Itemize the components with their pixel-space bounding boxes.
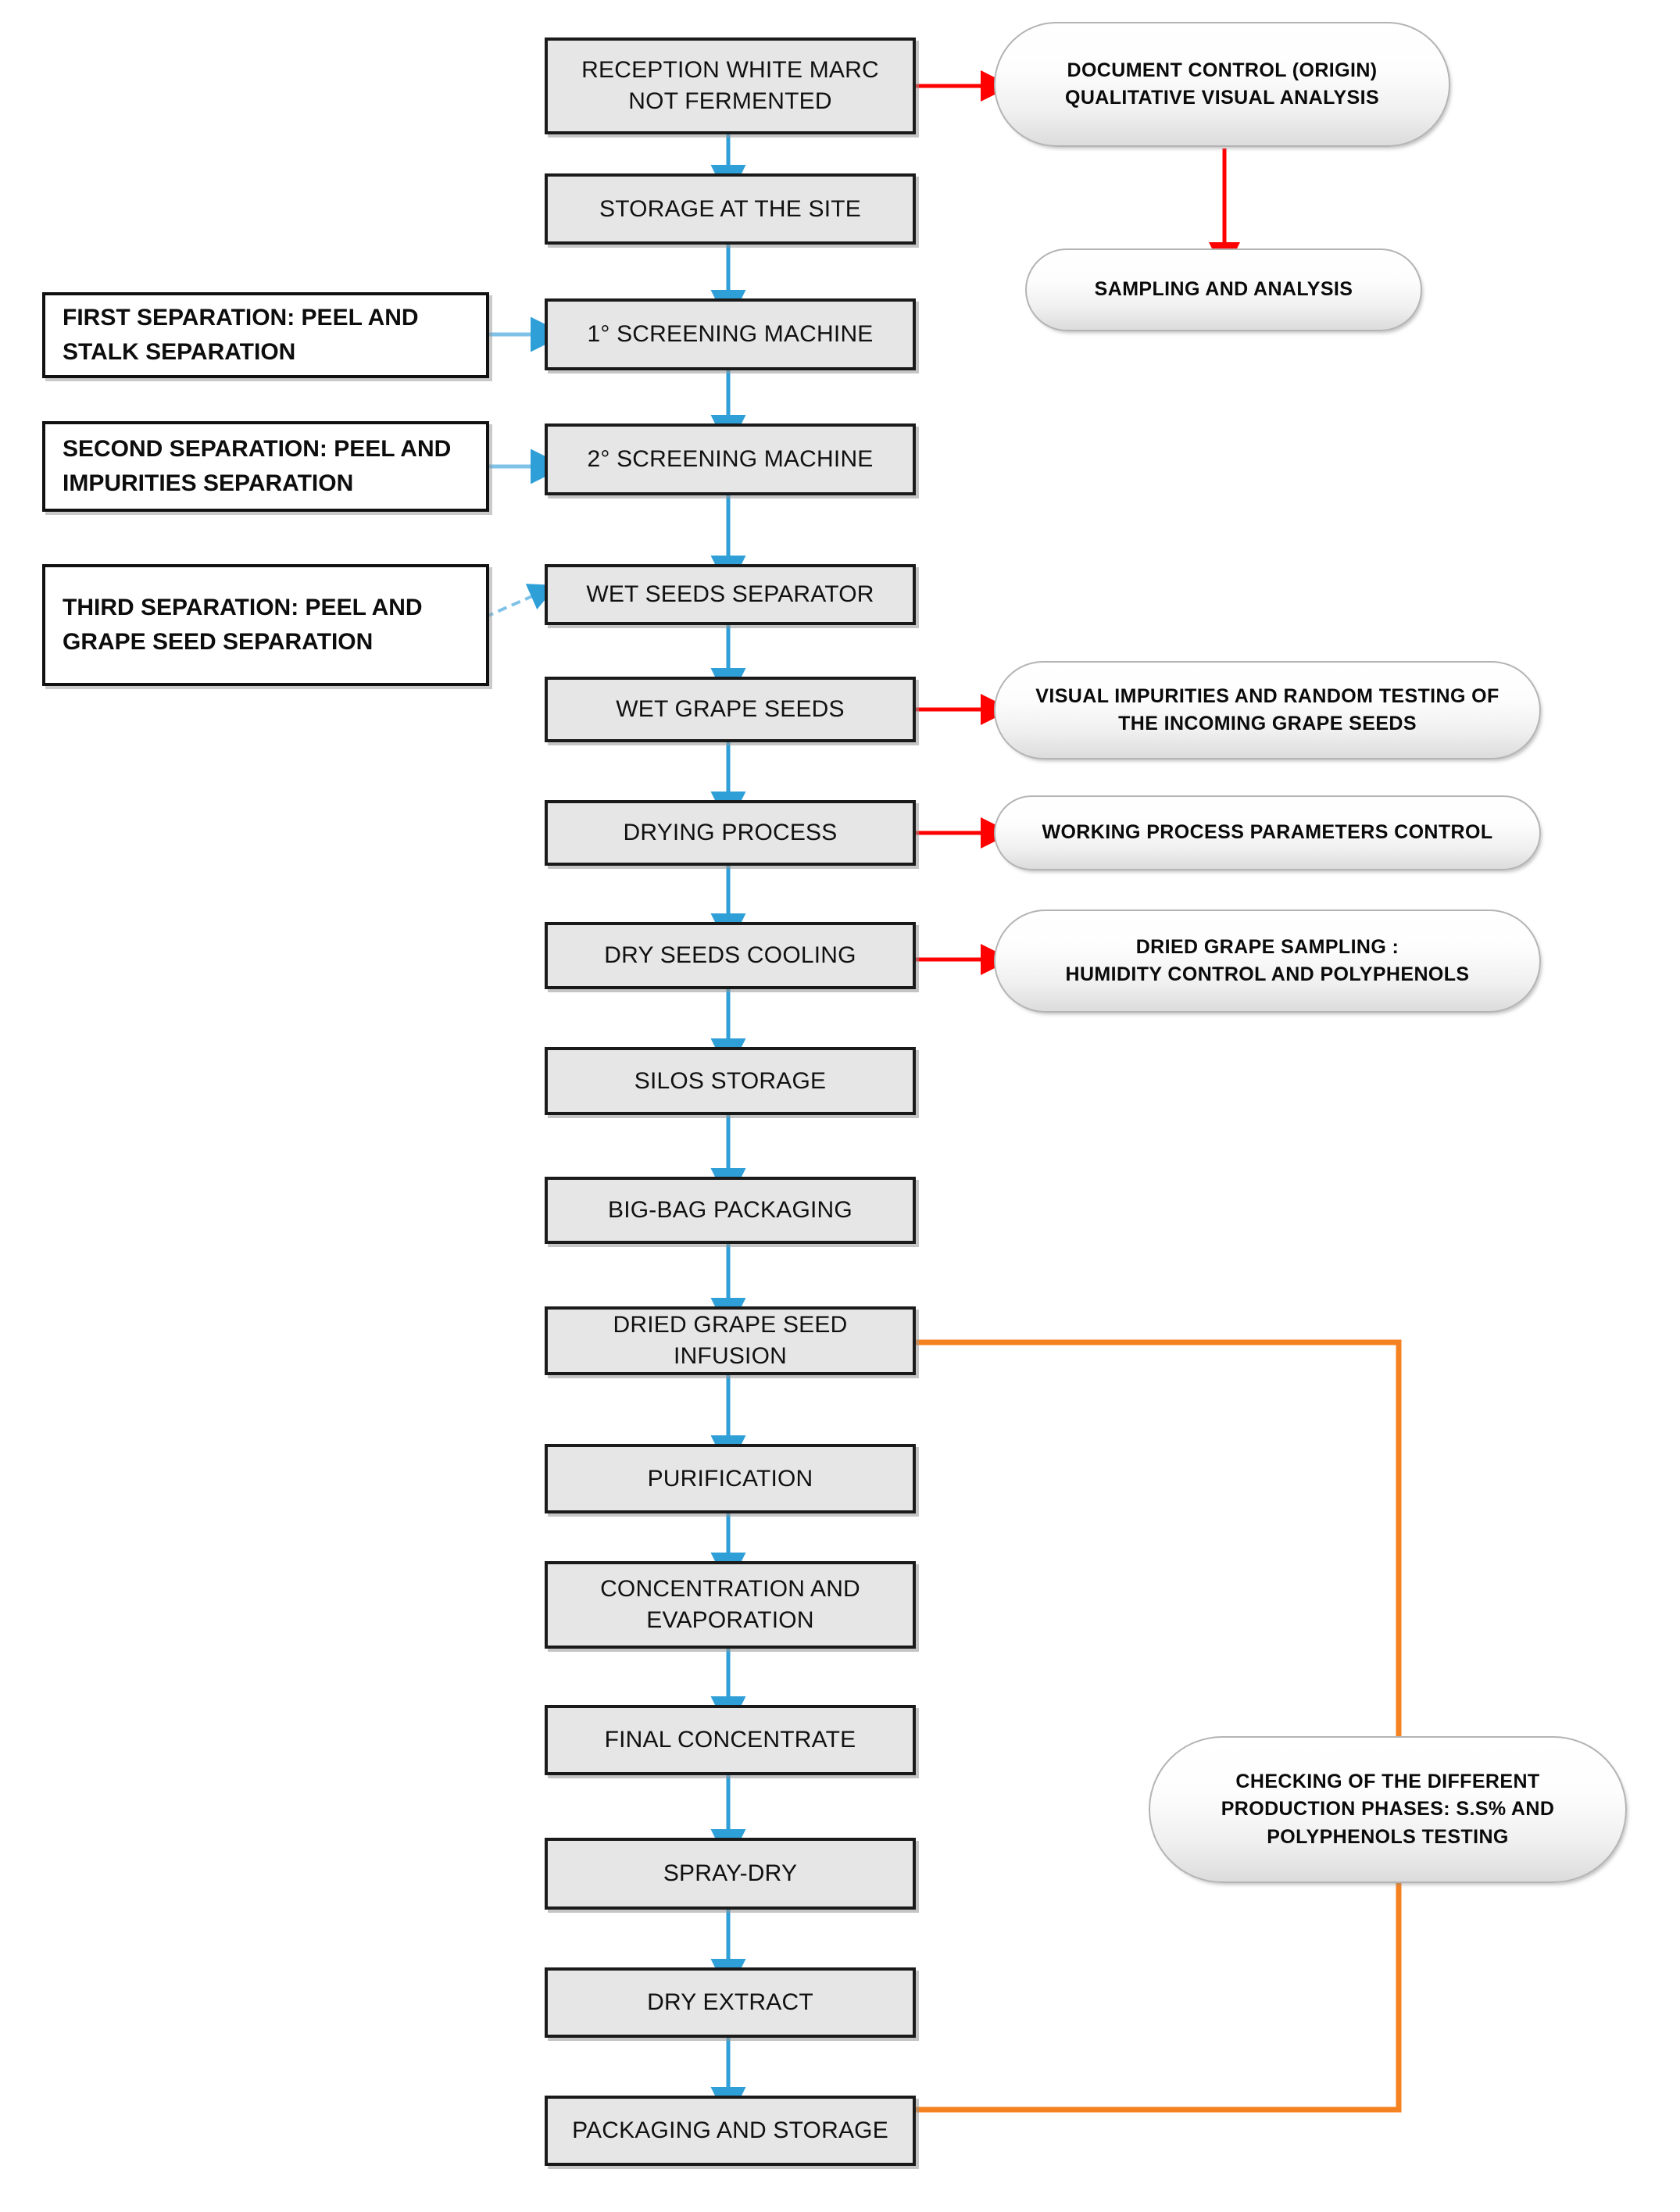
qc-label-line: POLYPHENOLS TESTING <box>1267 1825 1509 1848</box>
process-box-spray-dry[interactable]: SPRAY-DRY <box>545 1838 916 1910</box>
qc-label-line: CHECKING OF THE DIFFERENT <box>1235 1770 1540 1792</box>
qc-box-visual-impurities[interactable]: VISUAL IMPURITIES AND RANDOM TESTING OF … <box>994 661 1541 759</box>
process-label-line: FINAL CONCENTRATE <box>604 1727 856 1753</box>
qc-box-working-parameters[interactable]: WORKING PROCESS PARAMETERS CONTROL <box>994 795 1541 870</box>
process-label-line: DRIED GRAPE SEED INFUSION <box>613 1312 848 1369</box>
process-box-purification[interactable]: PURIFICATION <box>545 1444 916 1513</box>
separation-note-arrow-third <box>484 584 557 619</box>
note-label-line: SECOND SEPARATION: PEEL AND <box>63 435 452 462</box>
note-label-line: STALK SEPARATION <box>63 339 296 365</box>
process-label-line: 2° SCREENING MACHINE <box>587 446 874 473</box>
qc-label-line: THE INCOMING GRAPE SEEDS <box>1118 713 1417 734</box>
qc-label-line: SAMPLING AND ANALYSIS <box>1094 278 1353 301</box>
process-label-line: PACKAGING AND STORAGE <box>572 2117 888 2144</box>
process-label-line: NOT FERMENTED <box>628 88 832 114</box>
process-box-concentration-evaporation[interactable]: CONCENTRATION AND EVAPORATION <box>545 1561 916 1649</box>
qc-label-line: HUMIDITY CONTROL AND POLYPHENOLS <box>1065 963 1470 985</box>
process-box-wet-seeds-separator[interactable]: WET SEEDS SEPARATOR <box>545 564 916 625</box>
note-label-line: GRAPE SEED SEPARATION <box>63 629 374 655</box>
process-label-line: WET GRAPE SEEDS <box>616 696 845 723</box>
process-label-line: DRY EXTRACT <box>647 1989 813 2016</box>
qc-label-line: WORKING PROCESS PARAMETERS CONTROL <box>1042 821 1493 844</box>
process-box-dry-extract[interactable]: DRY EXTRACT <box>545 1967 916 2038</box>
process-box-storage[interactable]: STORAGE AT THE SITE <box>545 173 916 245</box>
separation-note-arrow-group <box>489 316 566 484</box>
process-label-line: SPRAY-DRY <box>663 1860 798 1887</box>
note-box-third-separation[interactable]: THIRD SEPARATION: PEEL AND GRAPE SEED SE… <box>42 564 489 686</box>
process-label-line: CONCENTRATION AND <box>600 1576 860 1603</box>
process-box-big-bag-packaging[interactable]: BIG-BAG PACKAGING <box>545 1177 916 1244</box>
process-label-line: DRY SEEDS COOLING <box>604 942 856 969</box>
note-label-line: IMPURITIES SEPARATION <box>63 470 354 496</box>
note-label-line: THIRD SEPARATION: PEEL AND <box>63 594 423 620</box>
qc-box-checking-production-phases[interactable]: CHECKING OF THE DIFFERENT PRODUCTION PHA… <box>1149 1736 1627 1883</box>
process-box-wet-grape-seeds[interactable]: WET GRAPE SEEDS <box>545 677 916 742</box>
process-box-screening-1[interactable]: 1° SCREENING MACHINE <box>545 298 916 370</box>
note-box-first-separation[interactable]: FIRST SEPARATION: PEEL AND STALK SEPARAT… <box>42 292 489 378</box>
process-box-drying-process[interactable]: DRYING PROCESS <box>545 800 916 866</box>
process-box-screening-2[interactable]: 2° SCREENING MACHINE <box>545 423 916 495</box>
qc-label-line: PRODUCTION PHASES: S.S% AND <box>1221 1798 1555 1821</box>
process-label-line: PURIFICATION <box>647 1465 813 1492</box>
process-label-line: WET SEEDS SEPARATOR <box>586 581 874 608</box>
qc-box-sampling-and-analysis[interactable]: SAMPLING AND ANALYSIS <box>1025 248 1422 331</box>
process-box-reception[interactable]: RECEPTION WHITE MARC NOT FERMENTED <box>545 38 916 134</box>
process-label-line: STORAGE AT THE SITE <box>599 195 861 222</box>
process-label-line: EVAPORATION <box>646 1607 814 1633</box>
process-box-dry-seeds-cooling[interactable]: DRY SEEDS COOLING <box>545 922 916 989</box>
qc-label-line: QUALITATIVE VISUAL ANALYSIS <box>1064 87 1380 109</box>
process-label-line: RECEPTION WHITE MARC <box>581 57 879 84</box>
qc-box-document-control[interactable]: DOCUMENT CONTROL (ORIGIN) QUALITATIVE VI… <box>994 22 1450 147</box>
process-label-line: SILOS STORAGE <box>634 1067 827 1094</box>
feedback-loop-line <box>916 1339 1402 2113</box>
process-box-silos-storage[interactable]: SILOS STORAGE <box>545 1047 916 1115</box>
qc-label-line: DRIED GRAPE SAMPLING : <box>1135 935 1399 958</box>
qc-box-dried-grape-sampling[interactable]: DRIED GRAPE SAMPLING : HUMIDITY CONTROL … <box>994 909 1541 1013</box>
process-label-line: DRYING PROCESS <box>623 820 838 846</box>
process-label-line: BIG-BAG PACKAGING <box>608 1197 853 1224</box>
process-box-packaging-and-storage[interactable]: PACKAGING AND STORAGE <box>545 2096 916 2166</box>
qc-label-line: VISUAL IMPURITIES AND RANDOM TESTING OF <box>1035 684 1499 707</box>
qc-label-line: DOCUMENT CONTROL (ORIGIN) <box>1067 59 1378 81</box>
note-label-line: FIRST SEPARATION: PEEL AND <box>63 304 419 331</box>
note-box-second-separation[interactable]: SECOND SEPARATION: PEEL AND IMPURITIES S… <box>42 421 489 512</box>
process-box-dried-grape-seed-infusion[interactable]: DRIED GRAPE SEED INFUSION <box>545 1306 916 1375</box>
process-label-line: 1° SCREENING MACHINE <box>587 321 874 348</box>
process-box-final-concentrate[interactable]: FINAL CONCENTRATE <box>545 1705 916 1775</box>
